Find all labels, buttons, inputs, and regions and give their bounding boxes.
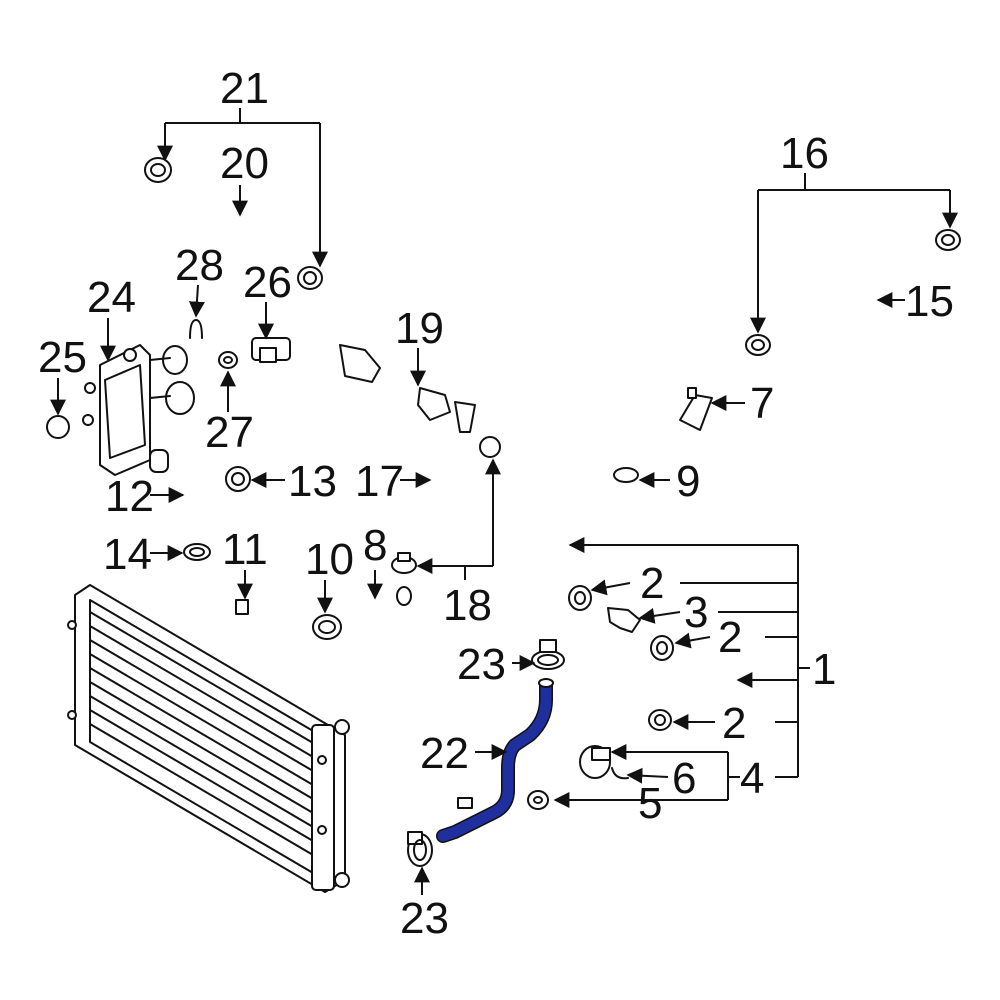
clamp-9[interactable]	[613, 467, 639, 483]
pipe-19[interactable]	[315, 287, 556, 438]
clamp-21-lower[interactable]	[297, 266, 323, 290]
callout-22: 22	[420, 729, 469, 778]
callout-24: 24	[87, 273, 136, 322]
callout-20: 20	[220, 139, 269, 188]
hose-1-lower[interactable]	[693, 653, 730, 707]
washer-27[interactable]	[218, 351, 238, 369]
callout-26: 26	[243, 258, 292, 307]
radiator	[67, 584, 350, 893]
clamp-23-upper[interactable]	[531, 639, 565, 670]
leader-lines	[50, 108, 958, 895]
pipe-11[interactable]	[202, 565, 303, 641]
clamp-10[interactable]	[312, 614, 342, 640]
clamp-2-a[interactable]	[568, 585, 592, 611]
callout-15: 15	[905, 277, 954, 326]
clamp-16-left[interactable]	[745, 334, 771, 356]
callout-14: 14	[103, 530, 152, 579]
callout-23-lower: 23	[400, 894, 449, 943]
hose-15[interactable]	[844, 272, 886, 318]
callout-10: 10	[305, 535, 354, 584]
clamp-2-b[interactable]	[650, 635, 674, 661]
hose-12[interactable]	[184, 476, 211, 526]
callout-8: 8	[363, 521, 387, 570]
callout-19: 19	[395, 304, 444, 353]
callout-2-b: 2	[718, 613, 742, 662]
clip-28[interactable]	[189, 319, 203, 339]
callout-2-c: 2	[722, 699, 746, 748]
clamp-18-upper[interactable]	[479, 436, 501, 458]
callout-11: 11	[222, 525, 268, 574]
clamp-21-upper[interactable]	[144, 157, 172, 183]
callout-labels: 21 20 28 26 24 25 27 19 16 15 7 9 13 12 …	[38, 64, 954, 943]
hose-20[interactable]	[180, 177, 295, 255]
clamp-13[interactable]	[225, 466, 251, 492]
clamp-2-c[interactable]	[648, 709, 672, 731]
clamp-14[interactable]	[183, 543, 211, 561]
callout-25: 25	[38, 333, 87, 382]
callout-12: 12	[105, 472, 154, 521]
clamp-16-right[interactable]	[935, 229, 961, 251]
callout-17: 17	[355, 457, 404, 506]
fitting-7[interactable]	[679, 387, 713, 431]
callout-27: 27	[205, 408, 254, 457]
callout-28: 28	[175, 241, 224, 290]
cap-4[interactable]	[579, 745, 611, 779]
callout-7: 7	[750, 379, 774, 428]
sensor-26[interactable]	[251, 337, 291, 363]
oring-6[interactable]	[611, 767, 629, 780]
callout-23-upper: 23	[457, 640, 506, 689]
oring-25[interactable]	[46, 415, 70, 439]
callout-18: 18	[443, 581, 492, 630]
washer-5[interactable]	[527, 790, 549, 810]
callout-16: 16	[780, 129, 829, 178]
callout-13: 13	[288, 457, 337, 506]
housing-24[interactable]	[82, 344, 195, 476]
callout-5: 5	[638, 779, 662, 828]
hose-1-upper[interactable]	[538, 511, 577, 582]
clamp-23-lower[interactable]	[407, 831, 433, 867]
callout-1: 1	[812, 645, 836, 694]
callout-4: 4	[740, 754, 764, 803]
pipe-17[interactable]	[403, 453, 470, 537]
callout-6: 6	[672, 754, 696, 803]
clamp-18-lower[interactable]	[391, 552, 417, 574]
callout-2-a: 2	[640, 559, 664, 608]
hose-22-highlighted[interactable]	[436, 678, 554, 843]
fitting-3[interactable]	[607, 607, 641, 633]
hose-8[interactable]	[339, 586, 412, 611]
callout-9: 9	[676, 457, 700, 506]
callout-3: 3	[684, 588, 708, 637]
callout-21: 21	[220, 64, 269, 113]
